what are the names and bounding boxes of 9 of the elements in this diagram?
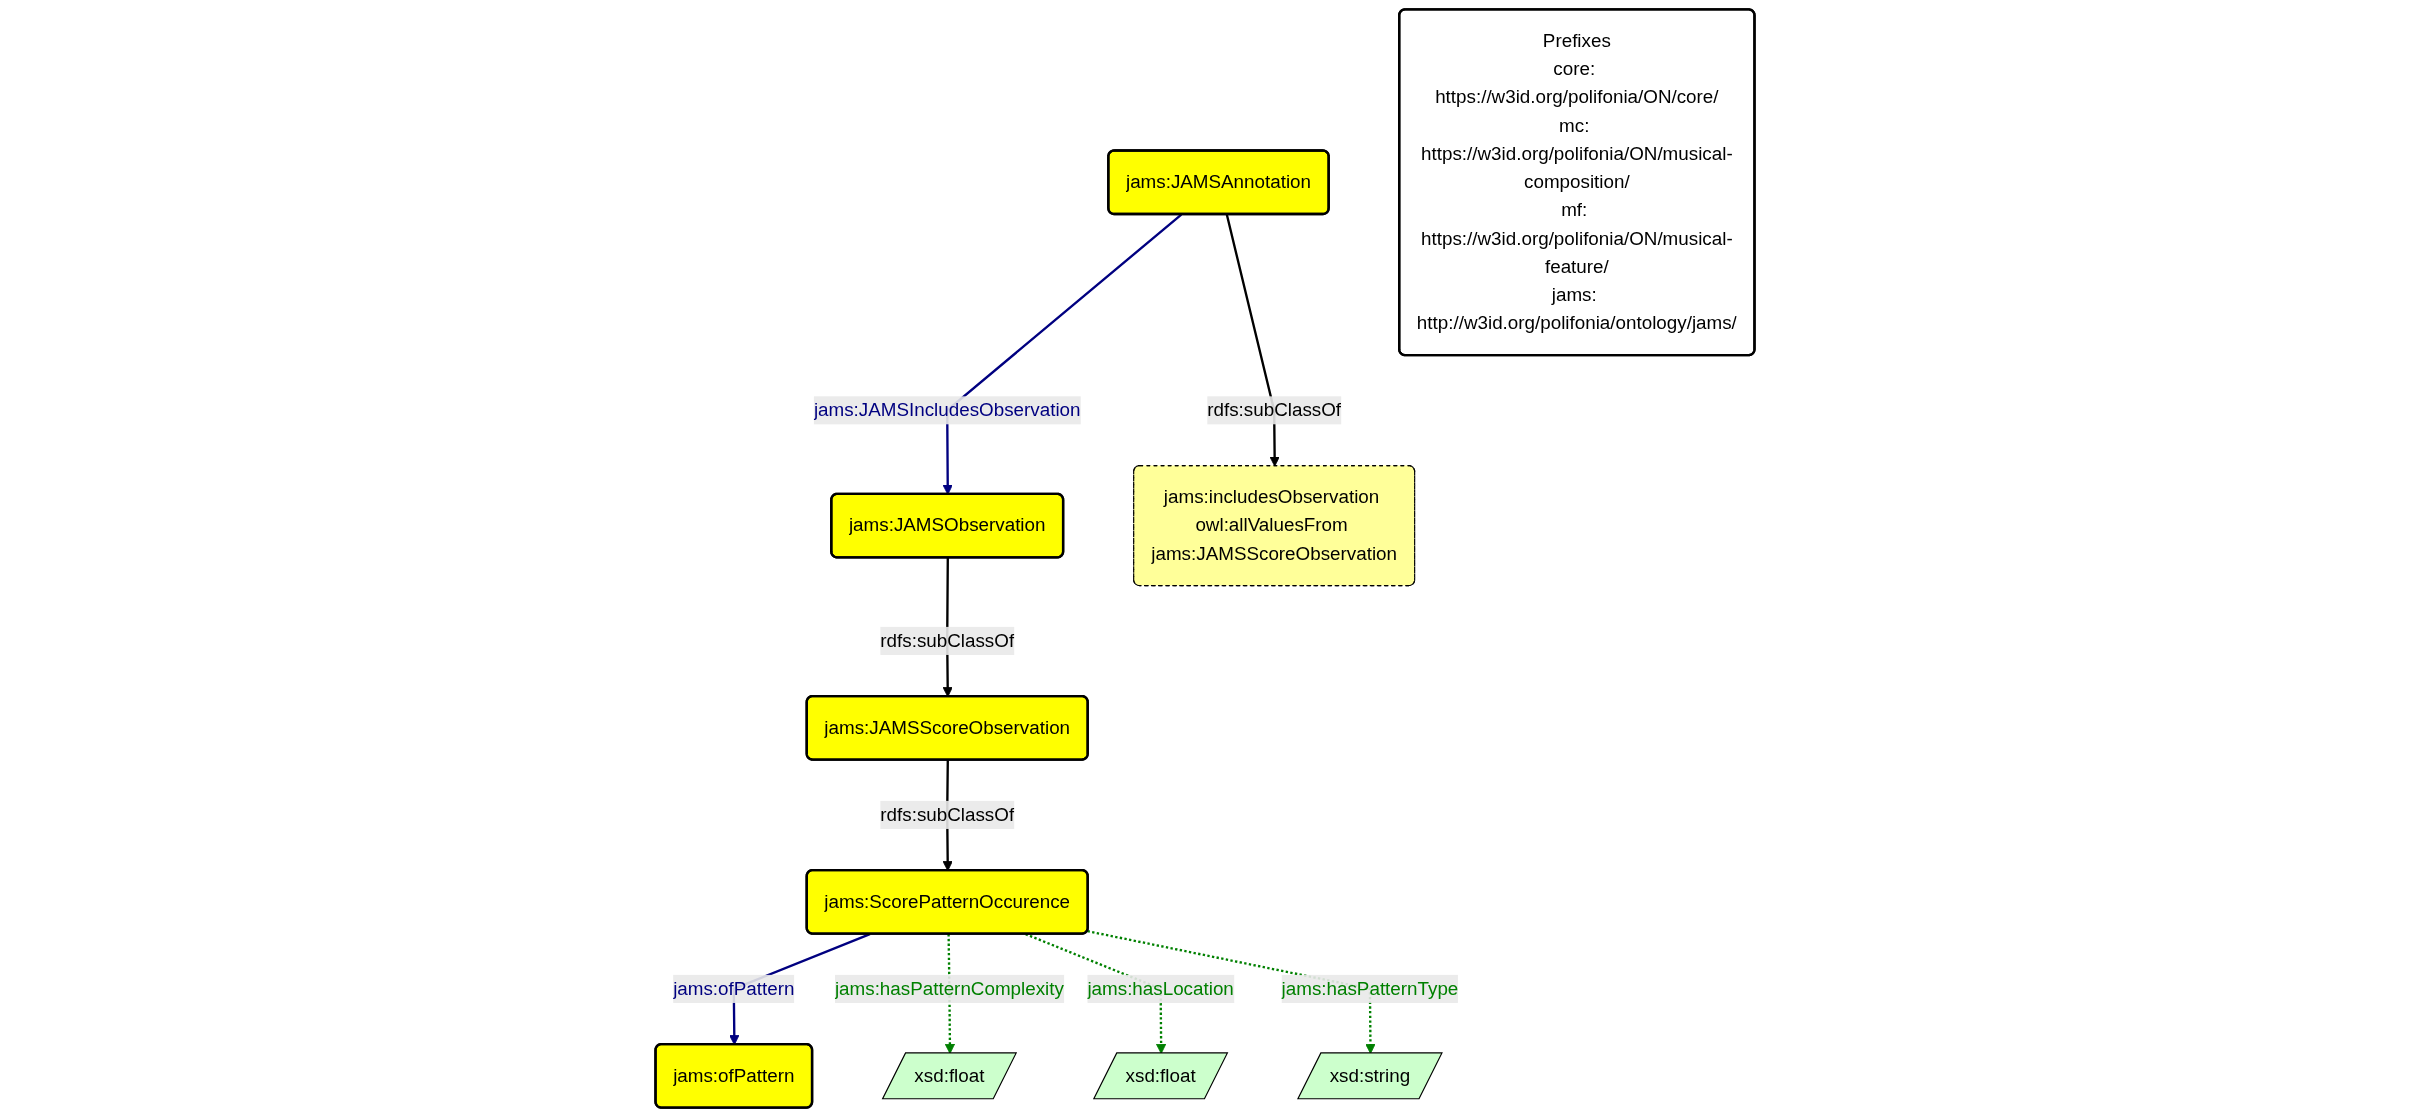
- arrow: [1225, 214, 1280, 467]
- edge-label: jams:hasPatternType: [1281, 978, 1459, 999]
- edge-label: jams:hasPatternComplexity: [834, 978, 1064, 999]
- edge-label: rdfs:subClassOf: [880, 630, 1015, 651]
- edge-label: jams:JAMSIncludesObservation: [813, 399, 1081, 420]
- edge-label: jams:hasLocation: [1087, 978, 1234, 999]
- edge-label: jams:ofPattern: [673, 978, 795, 999]
- edge-label: rdfs:subClassOf: [880, 804, 1015, 825]
- edge-label: rdfs:subClassOf: [1207, 399, 1342, 420]
